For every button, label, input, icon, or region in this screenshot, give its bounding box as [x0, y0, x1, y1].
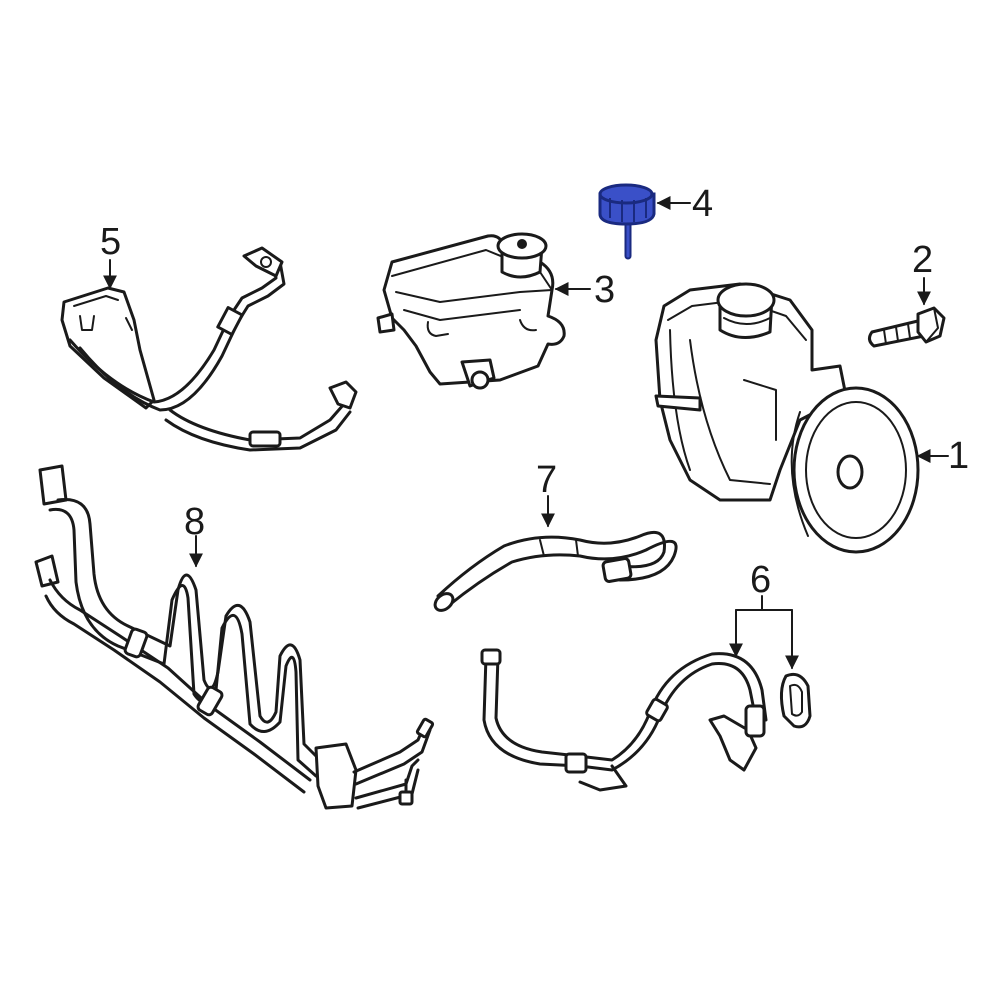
part-1-power-steering-pump[interactable]	[654, 282, 920, 554]
part-5-pressure-hose[interactable]	[60, 246, 358, 452]
callout-5-label: 5	[100, 221, 121, 263]
callout-2-label: 2	[912, 239, 933, 281]
callout-6-label: 6	[750, 559, 771, 601]
part-3-reservoir[interactable]	[376, 232, 566, 390]
part-8-cooler-line[interactable]	[34, 464, 435, 810]
callout-3-label: 3	[594, 269, 615, 311]
part-7-return-hose[interactable]	[432, 531, 678, 613]
callout-7-label: 7	[536, 459, 557, 501]
part-4-reservoir-cap[interactable]	[598, 183, 656, 260]
callout-1-label: 1	[948, 435, 969, 477]
callout-4-label: 4	[692, 183, 713, 225]
part-6-hose-assembly[interactable]	[480, 648, 812, 792]
part-2-bolt[interactable]	[867, 306, 946, 348]
callout-8-label: 8	[184, 501, 205, 543]
